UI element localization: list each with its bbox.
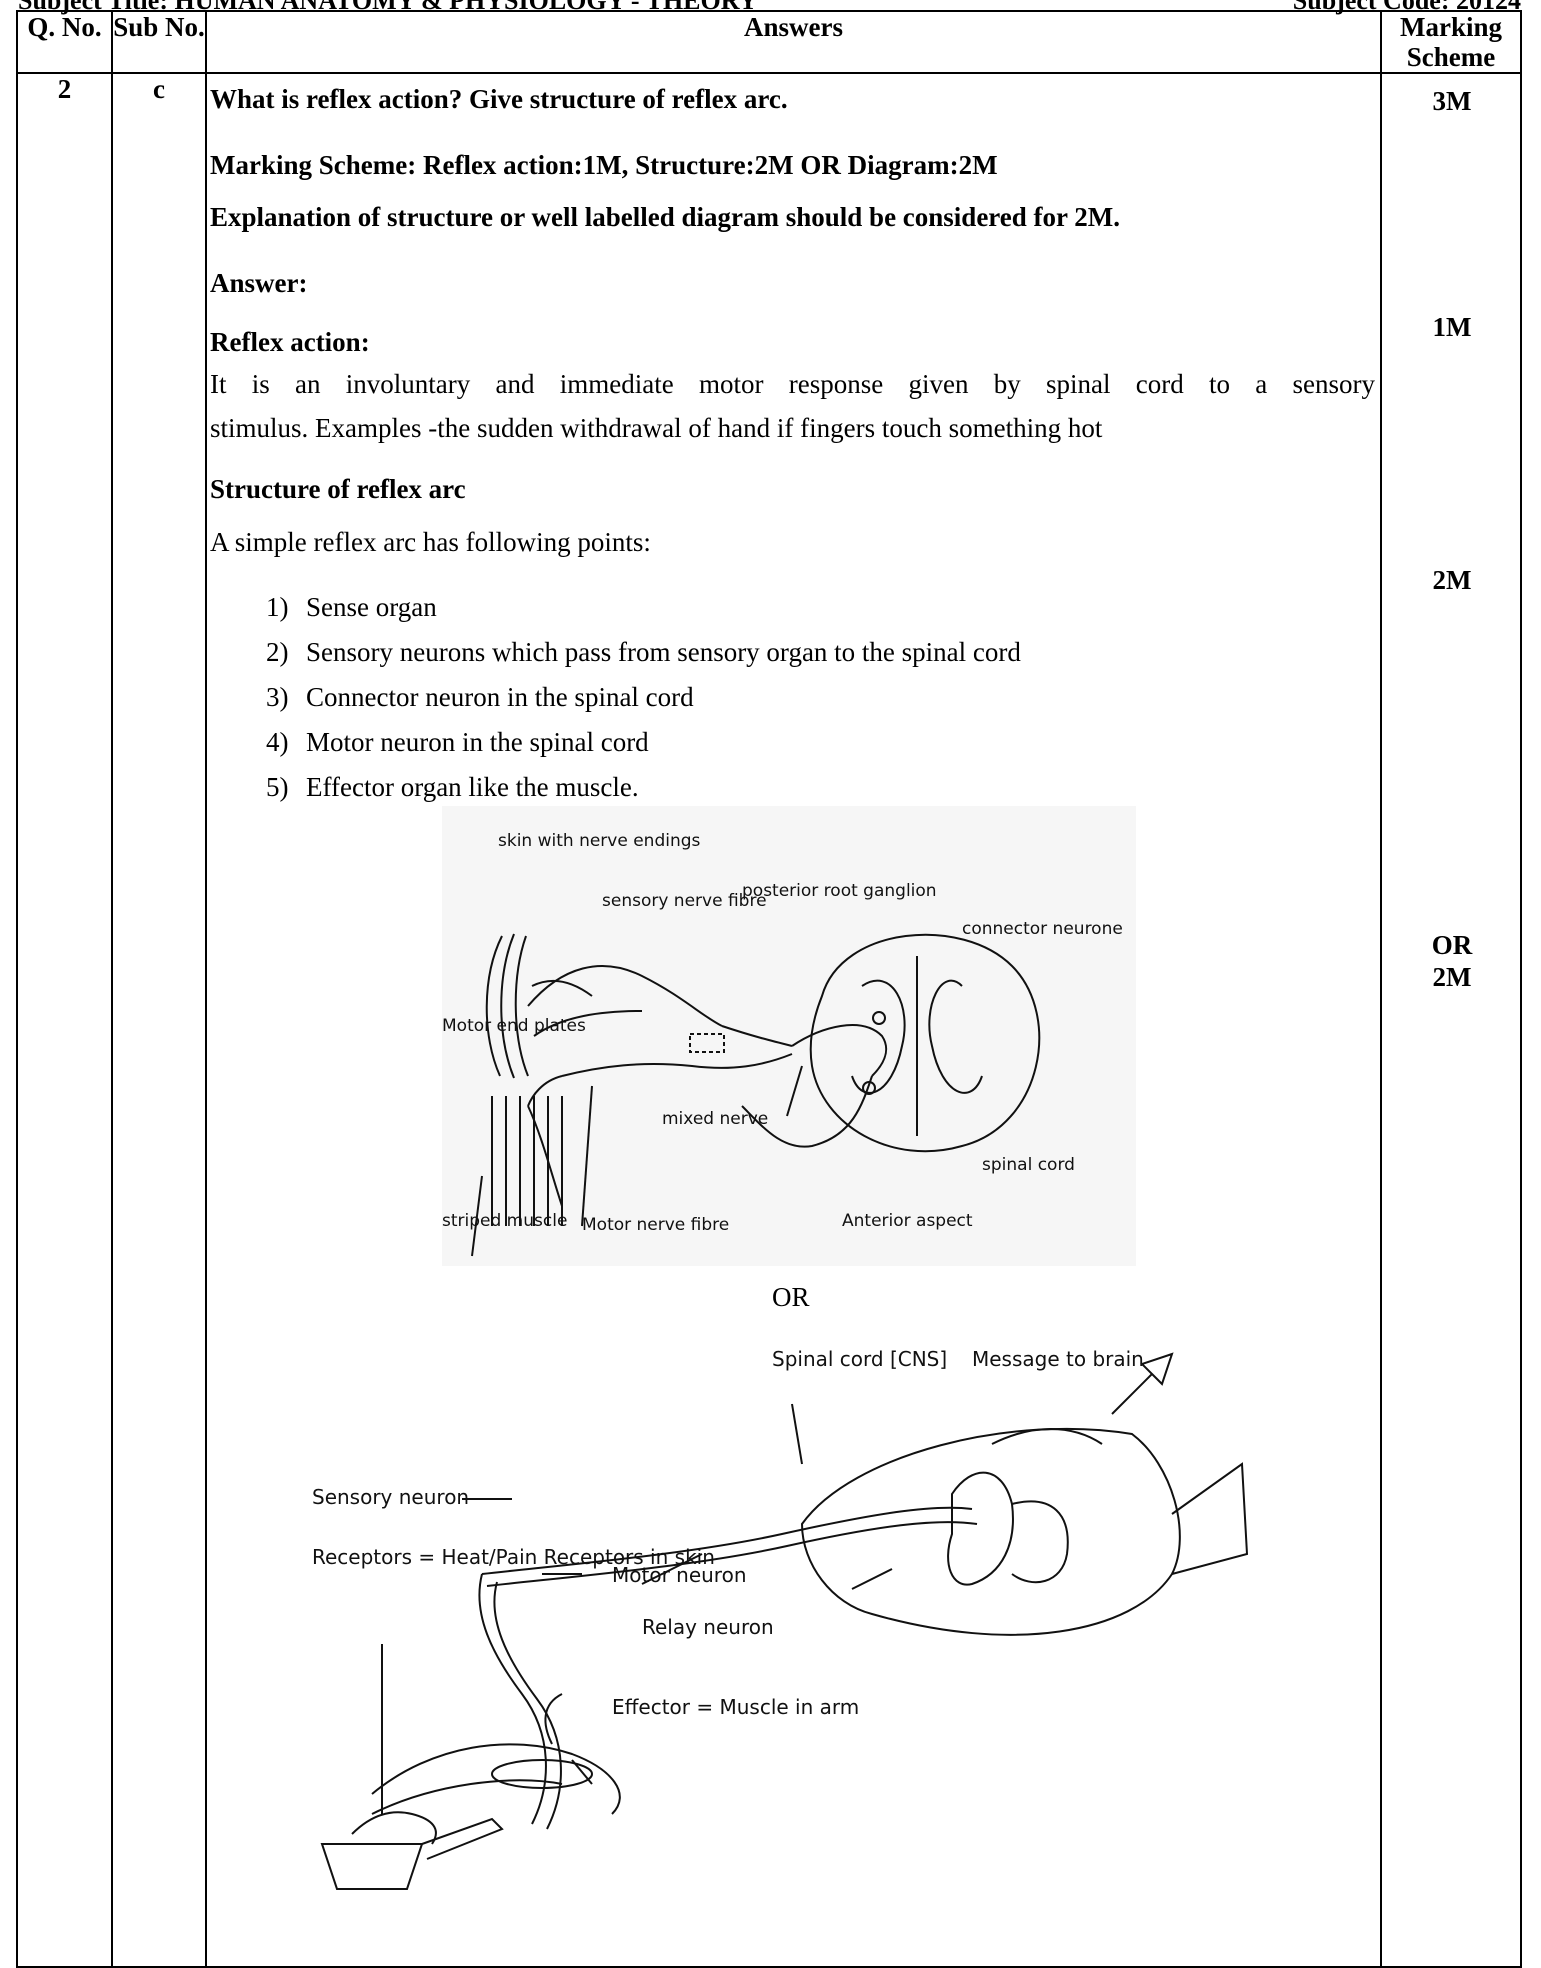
list-item: 3)Connector neuron in the spinal cord [306,675,1021,720]
col-marking-header: Marking Scheme [1381,11,1521,73]
mark-structure: 2M [1382,565,1522,596]
label-spinal-cord-cns: Spinal cord [CNS] [772,1347,947,1371]
list-item: 5)Effector organ like the muscle. [306,765,1021,810]
label-striped-muscle: striped muscle [442,1211,567,1231]
col-answers-header: Answers [206,11,1381,73]
reflex-text-2: stimulus. Examples -the sudden withdrawa… [210,413,1102,443]
col-subno-header: Sub No. [112,11,206,73]
label-sensory-neuron: Sensory neuron [312,1485,469,1509]
mark-diagram: 2M [1382,962,1522,993]
structure-intro: A simple reflex arc has following points… [210,527,651,557]
answer-label: Answer: [210,268,307,298]
marking-cell [1381,73,1521,1967]
question-text: What is reflex action? Give structure of… [210,84,788,114]
or-separator: OR [772,1282,810,1312]
table-header-row: Q. No. Sub No. Answers Marking Scheme [17,11,1521,73]
label-connector: connector neurone [962,919,1123,939]
label-motor-fibre: Motor nerve fibre [582,1215,729,1235]
label-message-to-brain: Message to brain [972,1347,1144,1371]
marking-scheme-text: Marking Scheme: Reflex action:1M, Struct… [210,150,998,180]
label-posterior-ganglion: posterior root ganglion [742,881,937,901]
mark-reflex: 1M [1382,312,1522,343]
label-mixed-nerve: mixed nerve [662,1109,768,1129]
label-skin: skin with nerve endings [498,831,701,851]
label-effector: Effector = Muscle in arm [612,1695,859,1719]
reflex-arc-sketch: skin with nerve endings sensory nerve fi… [442,806,1136,1266]
explanation-note: Explanation of structure or well labelle… [210,202,1120,232]
mark-diagram-or: OR [1382,930,1522,961]
reflex-text-1: It is an involuntary and immediate motor… [210,369,1375,399]
label-spinal-cord: spinal cord [982,1155,1075,1175]
list-item: 4)Motor neuron in the spinal cord [306,720,1021,765]
label-motor-end: Motor end plates [442,1016,586,1036]
col-qno-header: Q. No. [17,11,112,73]
reflex-arc-diagram: Spinal cord [CNS] Message to brain Senso… [312,1314,1272,1890]
structure-heading: Structure of reflex arc [210,474,466,504]
label-relay-neuron: Relay neuron [642,1615,774,1639]
label-receptors: Receptors = Heat/Pain Receptors in skin [312,1545,715,1569]
points-list: 1)Sense organ 2)Sensory neurons which pa… [266,585,1021,810]
label-anterior: Anterior aspect [842,1211,973,1231]
list-item: 2)Sensory neurons which pass from sensor… [306,630,1021,675]
qno-cell: 2 [17,73,112,1967]
mark-total: 3M [1382,86,1522,117]
reflex-heading: Reflex action: [210,327,370,357]
list-item: 1)Sense organ [306,585,1021,630]
subno-cell: c [112,73,206,1967]
